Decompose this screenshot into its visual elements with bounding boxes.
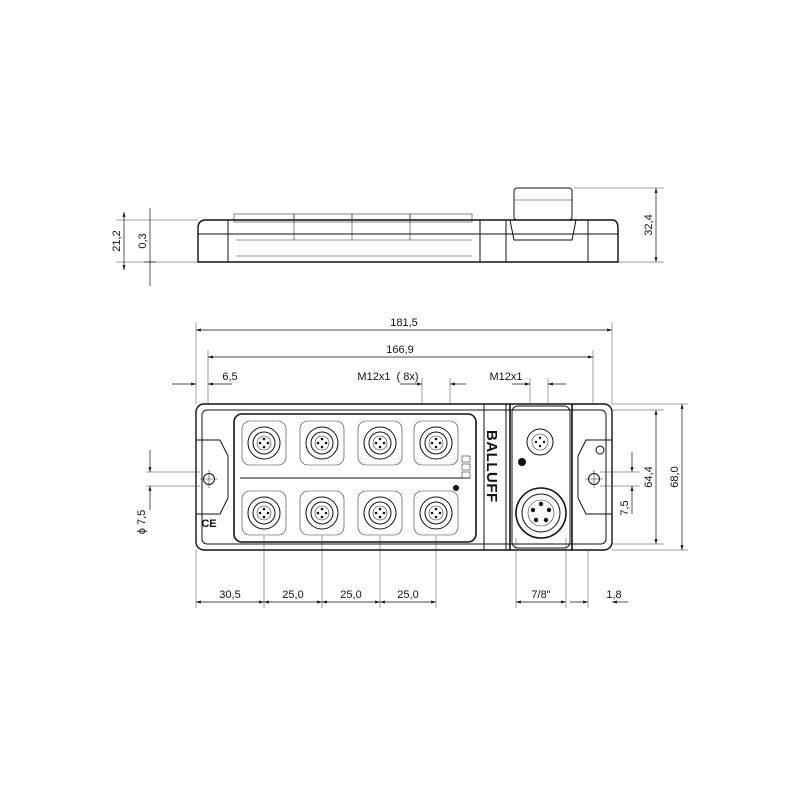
dim-power-thread: 7/8" bbox=[531, 589, 550, 601]
dim-side-height: 21,2 bbox=[111, 230, 123, 251]
top-view: CE bbox=[195, 403, 613, 551]
dim-pitch-1: 25,0 bbox=[282, 589, 303, 601]
port-2 bbox=[299, 420, 345, 466]
dim-port-thread-8x: M12x1 ( 8x) bbox=[357, 371, 418, 383]
port-6 bbox=[299, 490, 345, 536]
port-8 bbox=[413, 490, 459, 536]
port-5 bbox=[241, 490, 287, 536]
side-power-connector bbox=[509, 187, 577, 241]
port-1 bbox=[241, 420, 287, 466]
bottom-dimensions: 30,5 25,0 25,0 25,0 7/8" 1,8 bbox=[195, 536, 628, 608]
m12-ports bbox=[241, 420, 459, 536]
dim-port-thread-single: M12x1 bbox=[489, 371, 522, 383]
power-connector-7-8 bbox=[515, 487, 567, 539]
dim-side-offset: 0,3 bbox=[137, 233, 149, 248]
brand-logo: BALLUFF bbox=[483, 430, 500, 503]
status-leds bbox=[453, 455, 471, 491]
dim-hole-spacing: 166,9 bbox=[386, 344, 414, 356]
dim-hole-offset: 7,5 bbox=[619, 500, 631, 515]
side-dimensions-top-view: ϕ 7,5 68,0 64,4 7,5 bbox=[136, 403, 688, 551]
mounting-hole-right bbox=[585, 470, 603, 488]
dim-pitch-first: 30,5 bbox=[219, 589, 240, 601]
dim-pitch-2: 25,0 bbox=[340, 589, 361, 601]
dim-total-width: 68,0 bbox=[669, 466, 681, 487]
dim-inner-width: 64,4 bbox=[643, 466, 655, 487]
status-led-bus bbox=[518, 458, 526, 466]
dim-pitch-3: 25,0 bbox=[397, 589, 418, 601]
mounting-hole-left bbox=[200, 470, 218, 488]
port-3 bbox=[357, 420, 403, 466]
m12-single-port bbox=[526, 428, 554, 456]
dim-side-total-height: 32,4 bbox=[643, 214, 655, 235]
side-connectors bbox=[233, 213, 473, 240]
dim-hole-diameter: ϕ 7,5 bbox=[136, 510, 148, 535]
port-7 bbox=[357, 490, 403, 536]
ce-mark: CE bbox=[201, 518, 216, 530]
side-view: 21,2 0,3 32,4 bbox=[111, 187, 664, 286]
dim-overall-length: 181,5 bbox=[390, 317, 418, 329]
side-dimensions: 21,2 0,3 32,4 bbox=[111, 187, 664, 286]
port-4 bbox=[413, 420, 459, 466]
dim-edge-to-hole: 6,5 bbox=[222, 371, 237, 383]
dim-end-offset: 1,8 bbox=[606, 589, 621, 601]
